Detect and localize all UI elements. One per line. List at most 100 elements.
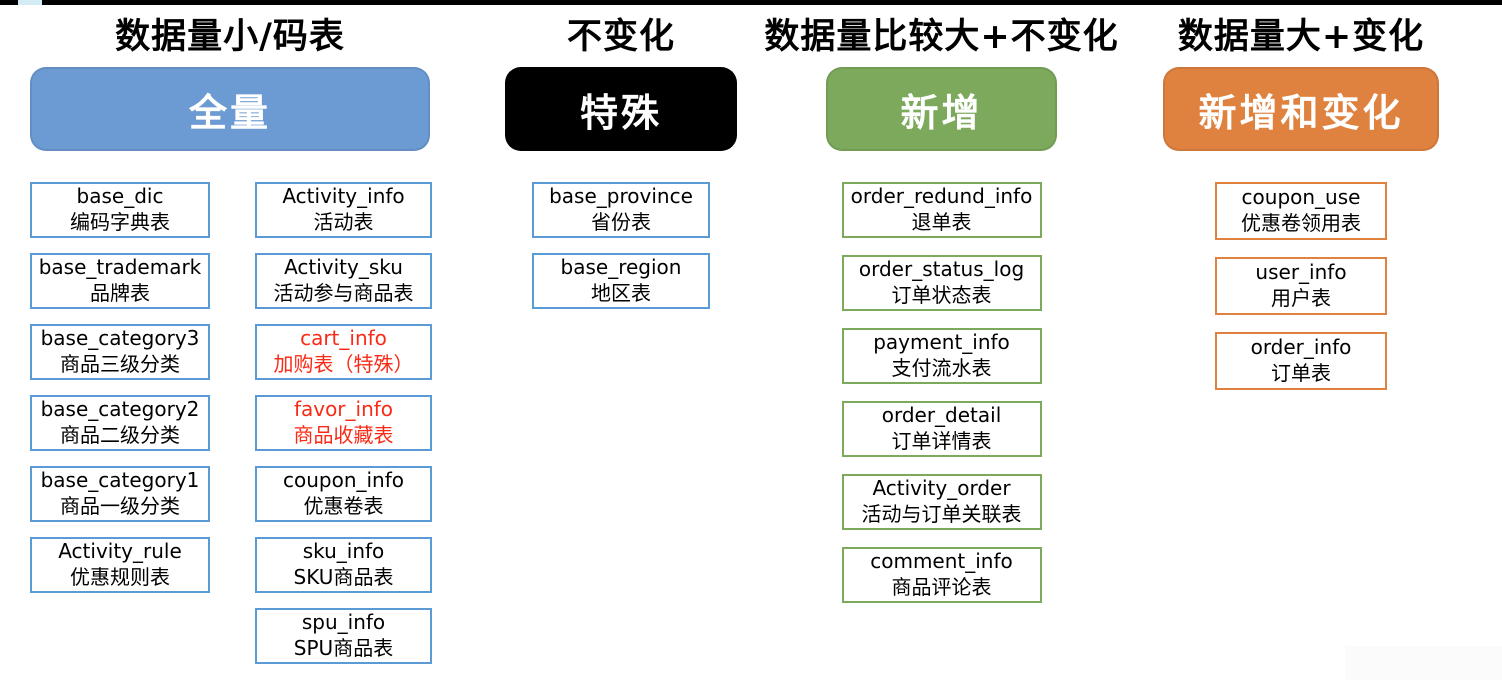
table-desc: 省份表 <box>591 210 651 234</box>
table-desc: 订单表 <box>1271 361 1331 385</box>
table-name: base_region <box>560 255 682 280</box>
table-desc: 支付流水表 <box>891 356 992 380</box>
column-title: 数据量小/码表 <box>115 16 345 57</box>
table-name: base_category2 <box>40 397 200 422</box>
table-desc: 优惠卷表 <box>303 494 384 518</box>
table-desc: 活动表 <box>313 210 374 234</box>
strategy-badge-label: 新增和变化 <box>1198 90 1404 135</box>
strategy-badge-incremental-and-change: 新增和变化 <box>1163 67 1439 151</box>
table-name: base_trademark <box>38 255 202 280</box>
column-title: 数据量大+变化 <box>1177 16 1425 57</box>
table-name: sku_info <box>302 539 385 564</box>
table-desc: 活动与订单关联表 <box>861 502 1022 526</box>
table-desc: SPU商品表 <box>293 636 394 660</box>
table-name: order_redund_info <box>850 184 1033 209</box>
table-desc: 商品收藏表 <box>293 423 394 447</box>
table-desc: 优惠规则表 <box>70 565 170 589</box>
table-name: order_info <box>1250 335 1352 360</box>
table-desc: 用户表 <box>1271 286 1331 310</box>
strategy-badge-special: 特殊 <box>505 67 737 151</box>
table-desc: 活动参与商品表 <box>273 281 414 305</box>
table-name: base_category3 <box>40 326 200 351</box>
table-desc: 编码字典表 <box>70 210 170 234</box>
column-title: 数据量比较大+不变化 <box>764 16 1119 57</box>
table-name: base_province <box>549 184 693 209</box>
table-name: coupon_info <box>282 468 405 493</box>
table-desc: SKU商品表 <box>293 565 394 589</box>
table-name: order_status_log <box>858 257 1025 282</box>
table-desc: 商品一级分类 <box>60 494 180 518</box>
column-title: 不变化 <box>566 16 675 57</box>
table-name: order_detail <box>881 403 1002 428</box>
table-desc: 加购表（特殊） <box>273 352 414 376</box>
top-edge-artifact <box>0 0 1502 5</box>
table-name: spu_info <box>301 610 386 635</box>
strategy-badge-label: 新增 <box>900 90 983 135</box>
table-desc: 地区表 <box>591 281 651 305</box>
table-desc: 品牌表 <box>90 281 150 305</box>
table-desc: 商品三级分类 <box>60 352 180 376</box>
table-name: base_dic <box>76 184 164 209</box>
table-desc: 订单详情表 <box>891 429 992 453</box>
strategy-badge-label: 全量 <box>188 90 271 135</box>
table-desc: 优惠卷领用表 <box>1241 211 1361 235</box>
strategy-badge-full-sync: 全量 <box>30 67 430 151</box>
table-desc: 订单状态表 <box>891 283 992 307</box>
table-name: Activity_info <box>282 184 405 209</box>
strategy-badge-label: 特殊 <box>579 90 662 135</box>
table-name: favor_info <box>293 397 394 422</box>
table-name: comment_info <box>870 549 1013 574</box>
table-name: coupon_use <box>1241 185 1361 210</box>
table-name: cart_info <box>300 326 387 351</box>
table-name: base_category1 <box>40 468 200 493</box>
strategy-badge-incremental: 新增 <box>826 67 1057 151</box>
table-name: Activity_sku <box>284 255 403 280</box>
table-name: payment_info <box>873 330 1010 355</box>
table-desc: 退单表 <box>911 210 972 234</box>
table-desc: 商品二级分类 <box>60 423 180 447</box>
table-name: Activity_order <box>872 476 1011 501</box>
table-name: user_info <box>1255 260 1347 285</box>
bottom-corner-artifact <box>1345 646 1502 680</box>
table-name: Activity_rule <box>58 539 182 564</box>
top-edge-smudge <box>18 0 42 5</box>
table-desc: 商品评论表 <box>891 575 992 599</box>
